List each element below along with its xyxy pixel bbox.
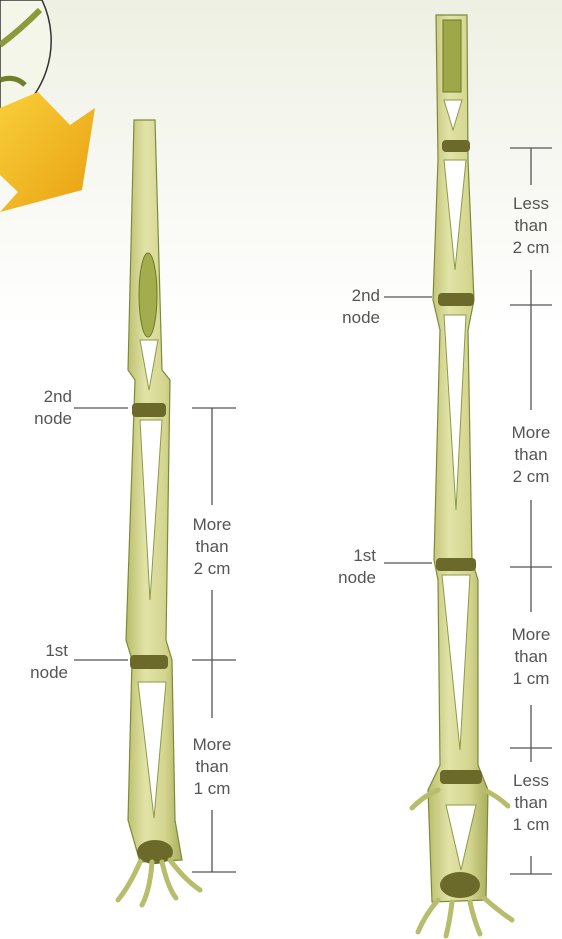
left-label-1st-node: 1st node [16,640,68,684]
left-measure-upper-line1: More [182,514,242,536]
left-measure-upper: More than 2 cm [182,514,242,580]
right-label-2nd-node-line2: node [318,307,380,329]
left-growing-point [139,253,157,337]
right-measure-2-line3: 2 cm [502,466,560,488]
right-measure-4: Less than 1 cm [502,770,560,836]
left-measure-upper-line3: 2 cm [182,558,242,580]
right-node-top [442,140,470,152]
left-measure-lower: More than 1 cm [182,734,242,800]
left-measure-lower-line2: than [182,756,242,778]
right-stem [412,15,512,936]
left-node-1 [130,655,168,669]
right-measure-4-line2: than [502,792,560,814]
right-crown [440,872,480,898]
left-label-1st-node-line1: 1st [16,640,68,662]
right-measure-1-line2: than [502,215,560,237]
right-node-2 [438,293,474,306]
left-label-2nd-node-line2: node [16,408,72,430]
left-measure-lower-line3: 1 cm [182,778,242,800]
right-measure-3-line3: 1 cm [502,668,560,690]
right-measure-1-line1: Less [502,193,560,215]
right-measure-3: More than 1 cm [502,624,560,690]
right-measure-2-line2: than [502,444,560,466]
left-roots [118,860,200,905]
right-label-2nd-node-line1: 2nd [318,285,380,307]
right-label-1st-node-line1: 1st [318,545,376,567]
right-measure-3-line1: More [502,624,560,646]
left-label-2nd-node: 2nd node [16,386,72,430]
left-label-2nd-node-line1: 2nd [16,386,72,408]
right-measure-1: Less than 2 cm [502,193,560,259]
right-label-2nd-node: 2nd node [318,285,380,329]
left-measure-lower-line1: More [182,734,242,756]
right-growing-point [443,20,461,92]
right-measure-1-line3: 2 cm [502,237,560,259]
right-measure-3-line2: than [502,646,560,668]
left-label-1st-node-line2: node [16,662,68,684]
right-measure-2: More than 2 cm [502,422,560,488]
left-node-2 [132,403,166,417]
right-measure-4-line1: Less [502,770,560,792]
pointer-arrow [0,92,95,212]
left-measure-upper-line2: than [182,536,242,558]
right-label-1st-node: 1st node [318,545,376,589]
right-node-1 [436,558,476,571]
right-measure-2-line1: More [502,422,560,444]
right-measure-4-line3: 1 cm [502,814,560,836]
right-node-low [440,770,482,784]
right-label-1st-node-line2: node [318,567,376,589]
